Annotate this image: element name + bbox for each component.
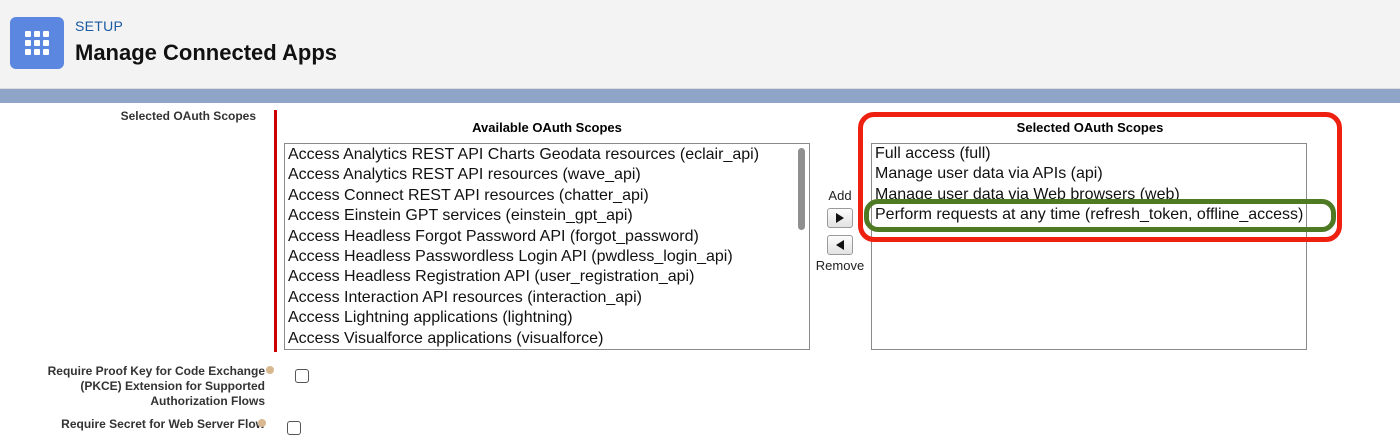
remove-label: Remove xyxy=(815,258,865,273)
pkce-checkbox[interactable] xyxy=(295,369,309,383)
refresh-token-highlight xyxy=(864,199,1336,232)
arrow-right-icon xyxy=(836,213,844,223)
selected-scope-option[interactable]: Manage user data via APIs (api) xyxy=(875,165,1103,183)
pkce-field-label: Require Proof Key for Code Exchange (PKC… xyxy=(20,364,265,409)
help-icon[interactable] xyxy=(258,419,266,427)
available-scope-option[interactable]: Access Headless Forgot Password API (for… xyxy=(288,227,699,245)
page-title: Manage Connected Apps xyxy=(75,40,337,65)
available-scope-option[interactable]: Access Analytics REST API Charts Geodata… xyxy=(288,146,760,163)
available-scope-option[interactable]: Access Headless Passwordless Login API (… xyxy=(288,248,733,266)
secret-label-text: Require Secret for Web Server Flow xyxy=(61,417,265,431)
add-label: Add xyxy=(828,188,852,203)
available-scope-option[interactable]: Access Lightning applications (lightning… xyxy=(288,309,573,327)
app-launcher-button[interactable] xyxy=(10,17,64,69)
help-icon[interactable] xyxy=(266,366,274,374)
available-scope-option[interactable]: Access Analytics REST API resources (wav… xyxy=(288,166,641,184)
header-divider xyxy=(0,89,1400,103)
oauth-scopes-field-label: Selected OAuth Scopes xyxy=(120,109,256,123)
secret-checkbox[interactable] xyxy=(287,421,301,435)
arrow-left-icon xyxy=(836,240,844,250)
selected-scopes-highlight xyxy=(858,112,1342,242)
pkce-label-text: Require Proof Key for Code Exchange (PKC… xyxy=(47,364,265,408)
remove-scope-button[interactable] xyxy=(827,235,853,255)
selected-scope-option[interactable]: Full access (full) xyxy=(875,145,991,162)
breadcrumb-setup[interactable]: SETUP xyxy=(75,18,124,34)
available-scopes-list[interactable]: Access Analytics REST API Charts Geodata… xyxy=(284,143,810,350)
add-scope-button[interactable] xyxy=(827,208,853,228)
available-scope-option[interactable]: Access Interaction API resources (intera… xyxy=(288,288,642,306)
selected-scopes-list[interactable]: Full access (full) Manage user data via … xyxy=(871,143,1307,350)
selected-scope-option[interactable]: Perform requests at any time (refresh_to… xyxy=(875,206,1304,224)
app-launcher-grid-icon xyxy=(25,31,49,55)
required-indicator xyxy=(274,110,277,352)
selected-scope-option[interactable]: Manage user data via Web browsers (web) xyxy=(875,185,1180,203)
selected-scopes-heading: Selected OAuth Scopes xyxy=(1016,120,1164,135)
available-scope-option[interactable]: Access Headless Registration API (user_r… xyxy=(288,268,695,286)
list-scrollbar-thumb[interactable] xyxy=(798,148,805,230)
available-scope-option[interactable]: Access Visualforce applications (visualf… xyxy=(288,329,604,347)
available-scope-option[interactable]: Access Connect REST API resources (chatt… xyxy=(288,186,649,204)
page-header: SETUP Manage Connected Apps xyxy=(0,0,1400,89)
available-scope-option[interactable]: Access Einstein GPT services (einstein_g… xyxy=(288,207,633,225)
secret-field-label: Require Secret for Web Server Flow xyxy=(20,417,265,432)
available-scopes-heading: Available OAuth Scopes xyxy=(472,120,622,135)
